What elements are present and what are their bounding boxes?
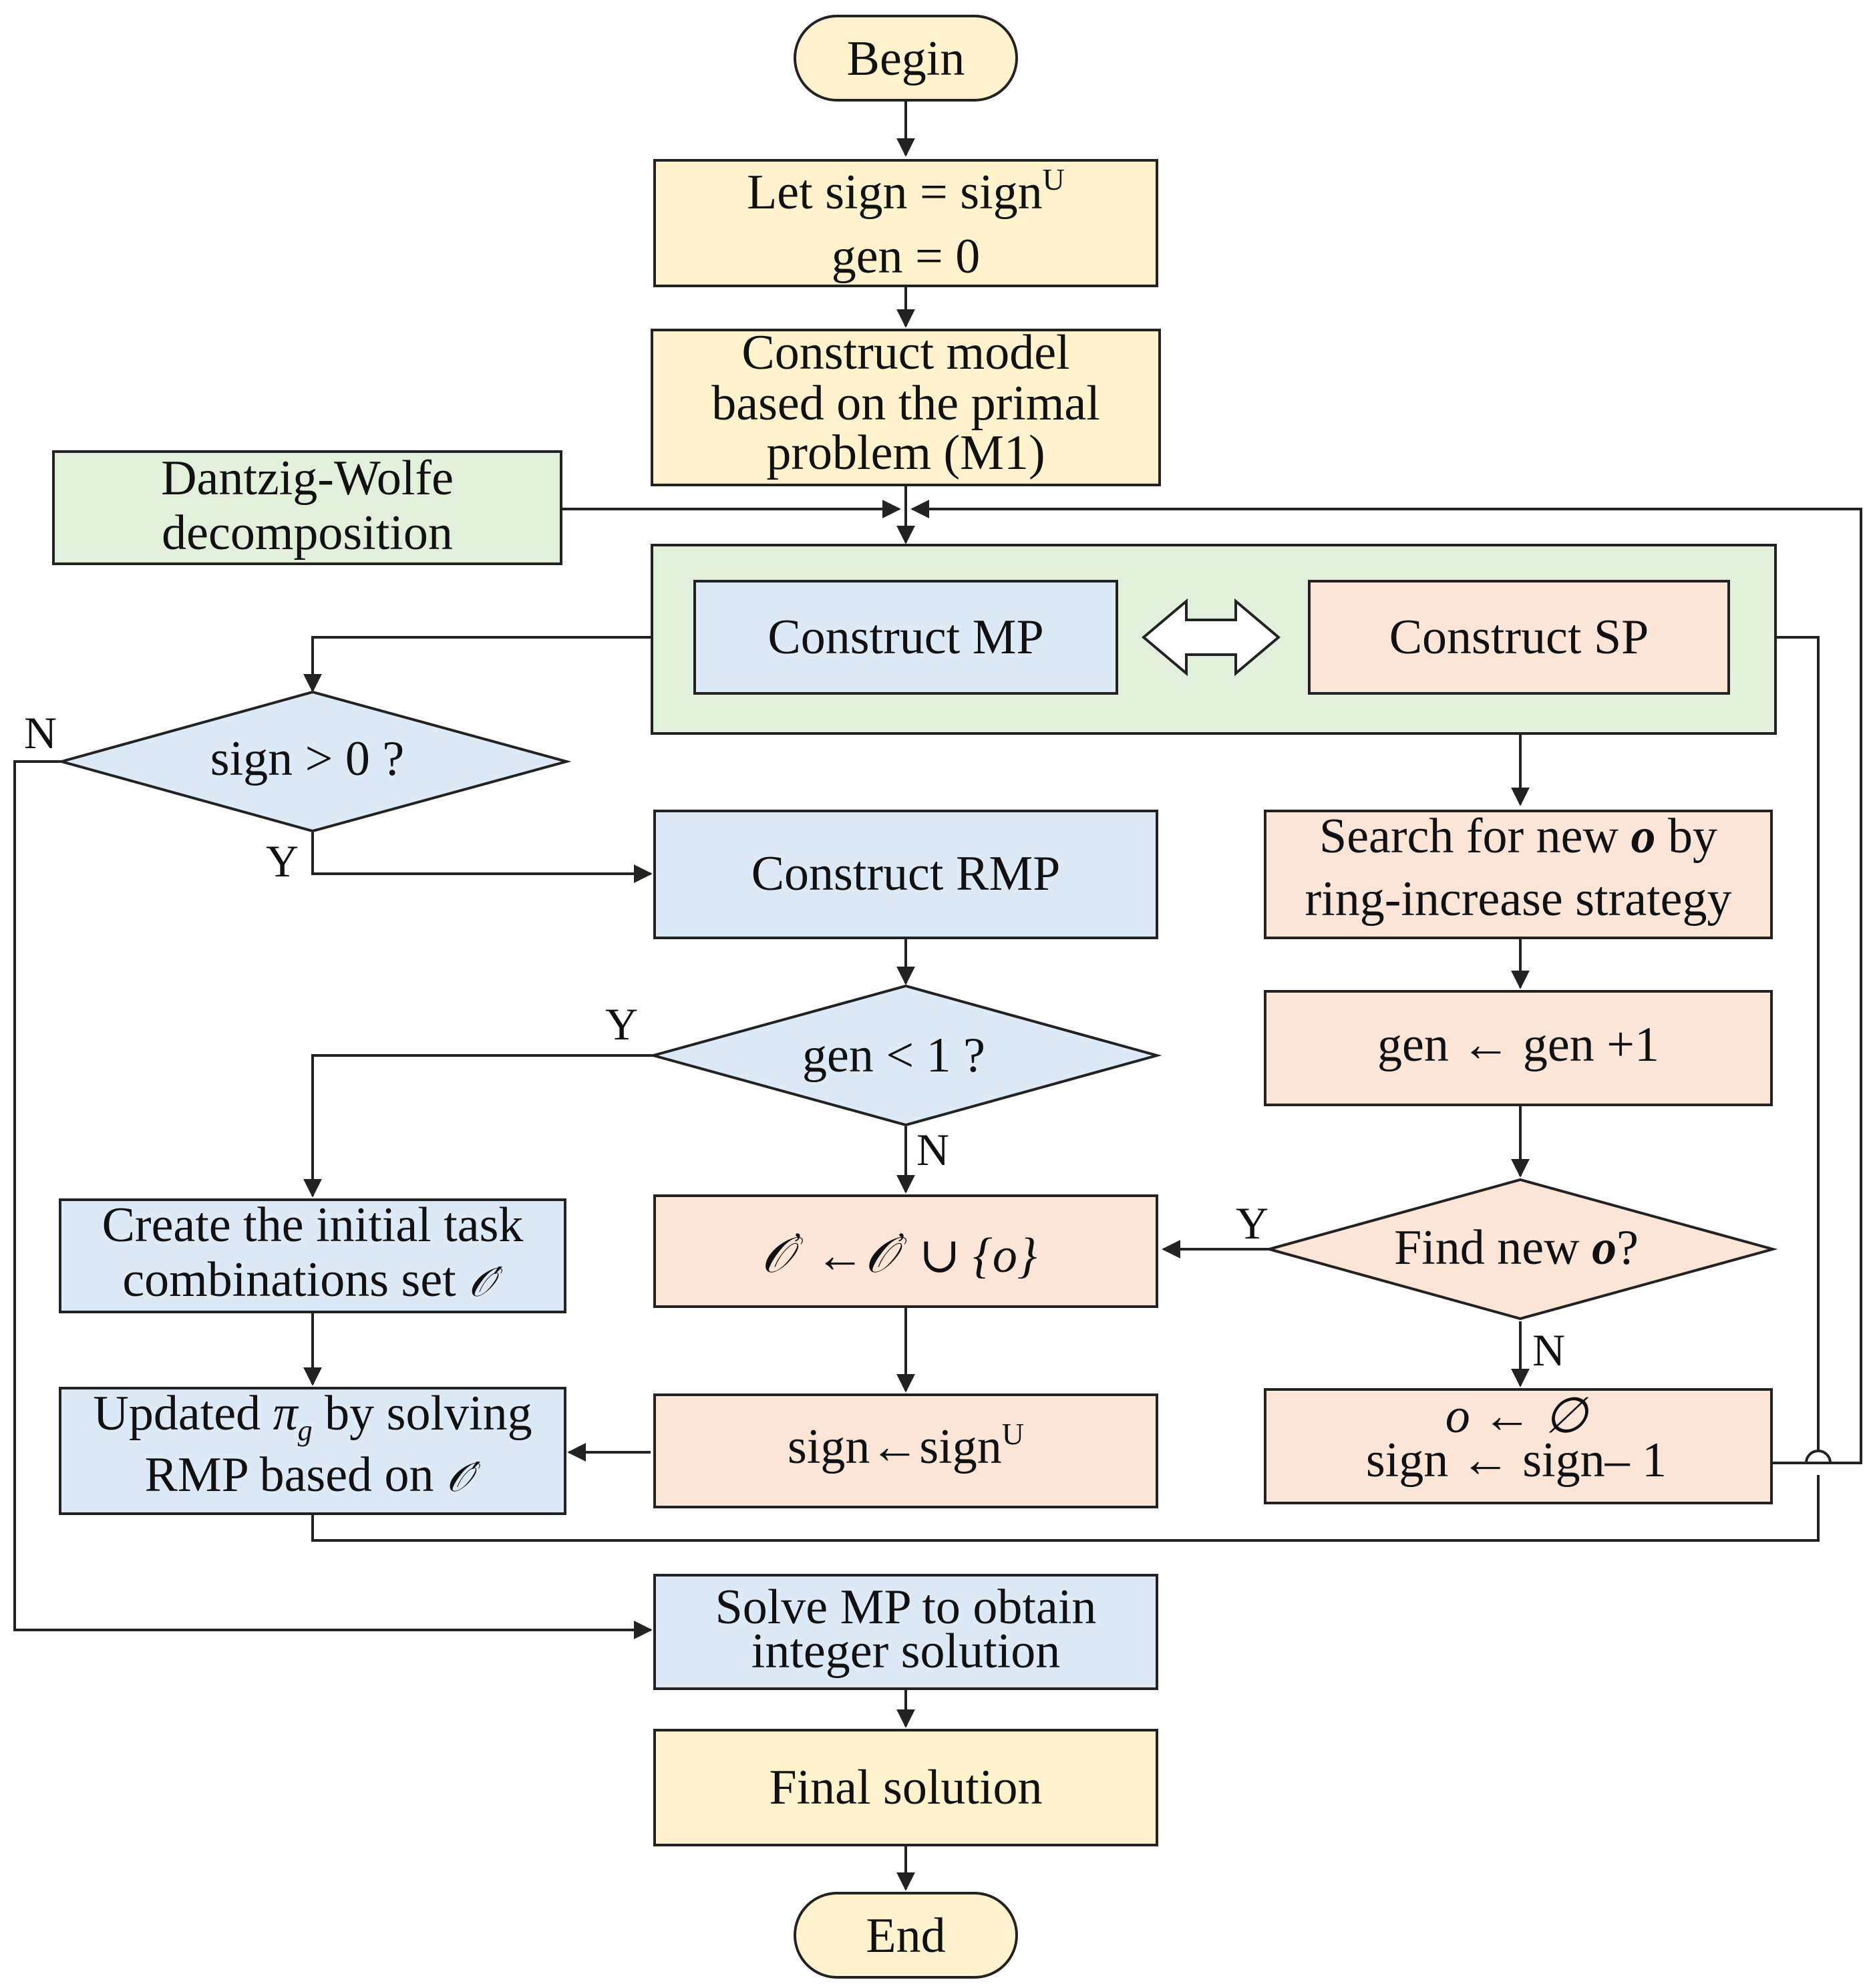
decision-find-label: Find new o? [1394,1220,1639,1275]
init-line2: gen = 0 [832,229,981,284]
search-line1: Search for new o by [1319,809,1717,864]
dantzig-wolfe-node: Dantzig-Wolfe decomposition [52,450,562,565]
updated-pi-node: Updated πg by solving RMP based on 𝒪′ [59,1386,566,1515]
dw-line1: Dantzig-Wolfe [161,451,454,506]
begin-node: Begin [794,15,1018,102]
edge-sign-no-solve [13,760,653,1639]
search-line2: ring-increase strategy [1305,872,1732,927]
gen-increment-node: gen ← gen +1 [1264,990,1773,1106]
label-gen-yes: Y [605,999,638,1049]
construct-sp-label: Construct SP [1389,610,1649,665]
solve-mp-line1: Solve MP to obtain [715,1580,1097,1635]
init-node: Let sign = signU gen = 0 [653,159,1158,287]
sign-reset-label: sign←signU [788,1417,1024,1474]
solve-mp-node: Solve MP to obtain integer solution [653,1574,1158,1690]
decision-gen-node: gen < 1 ? [648,984,1162,1127]
label-gen-no: N [916,1124,949,1175]
edge-labels: N Y Y N Y N [24,707,1565,1375]
construct-model-line3: problem (M1) [766,426,1045,480]
edge-crossover-hop [1805,1450,1832,1464]
construct-model-line2: based on the primal [711,376,1100,431]
construct-mp-node: Construct MP [693,580,1118,695]
create-initial-node: Create the initial task combinations set… [59,1198,566,1313]
construct-rmp-label: Construct RMP [751,846,1061,901]
edge-sign-yes-rmp [311,832,653,883]
decision-find-node: Find new o? [1264,1178,1778,1321]
solve-mp-line2: integer solution [751,1624,1060,1679]
create-initial-line2: combinations set 𝒪′ [122,1253,503,1307]
label-sign-yes: Y [266,836,299,886]
label-find-yes: Y [1236,1198,1268,1249]
search-node: Search for new o by ring-increase strate… [1264,809,1773,939]
updated-pi-line2: RMP based on 𝒪′ [145,1448,482,1502]
construct-model-line1: Construct model [741,325,1069,380]
create-initial-line1: Create the initial task [102,1198,524,1253]
construct-rmp-node: Construct RMP [653,810,1158,939]
construct-model-node: Construct model based on the primal prob… [651,325,1161,486]
decision-sign-node: sign > 0 ? [56,690,572,833]
o-empty-line1: o ← ∅ [1446,1389,1590,1444]
connectors [13,102,1862,1891]
final-solution-label: Final solution [769,1760,1042,1815]
edge-sign-dec-loop [910,500,1862,1464]
updated-pi-line1: Updated πg by solving [93,1386,532,1447]
label-find-no: N [1532,1325,1565,1375]
begin-label: Begin [847,31,965,86]
gen-increment-label: gen ← gen +1 [1377,1017,1659,1072]
end-label: End [866,1909,945,1963]
final-solution-node: Final solution [653,1729,1158,1846]
construct-mp-label: Construct MP [768,610,1043,665]
o-empty-node: o ← ∅ sign ← sign– 1 [1264,1388,1773,1504]
sign-reset-node: sign←signU [653,1393,1158,1508]
end-node: End [794,1892,1018,1979]
init-line1: Let sign = signU [747,162,1065,220]
dw-line2: decomposition [162,506,453,560]
union-node: 𝒪’ ←𝒪’ ∪ {o} [653,1194,1158,1308]
o-empty-line2: sign ← sign– 1 [1366,1433,1667,1488]
decision-sign-label: sign > 0 ? [210,731,404,786]
double-arrow-icon [1141,598,1281,677]
edge-mp-decision-sign [303,636,693,693]
construct-sp-node: Construct SP [1308,580,1730,695]
label-sign-no: N [24,707,57,758]
decision-gen-label: gen < 1 ? [802,1028,985,1083]
edge-gen-yes-create [303,1054,653,1198]
